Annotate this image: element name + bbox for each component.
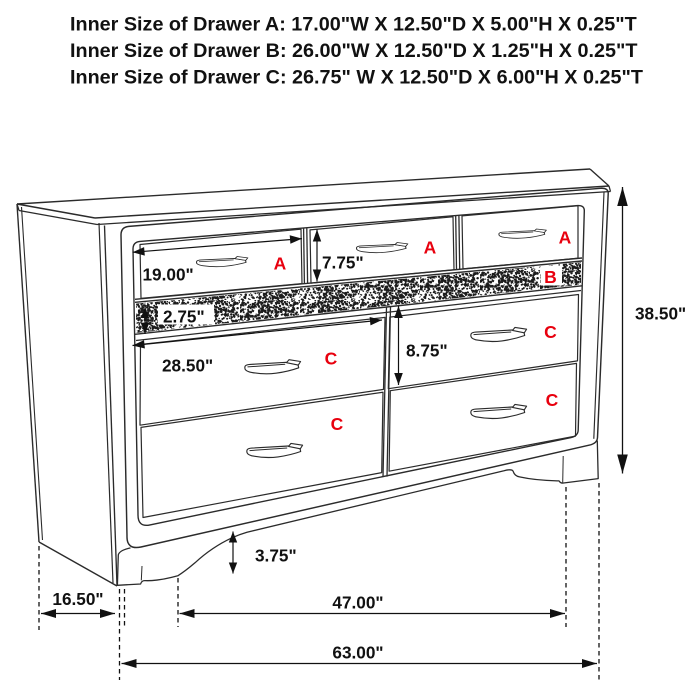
svg-text:A: A: [274, 254, 287, 274]
svg-text:16.50": 16.50": [52, 589, 103, 609]
svg-text:47.00": 47.00": [332, 593, 383, 613]
svg-text:C: C: [544, 322, 557, 342]
svg-text:3.75": 3.75": [255, 546, 297, 566]
svg-text:A: A: [424, 238, 437, 258]
svg-text:C: C: [546, 390, 559, 410]
svg-text:A: A: [559, 228, 572, 248]
svg-text:2.75": 2.75": [163, 307, 205, 327]
svg-text:C: C: [331, 414, 344, 434]
svg-text:C: C: [325, 349, 338, 369]
svg-text:28.50": 28.50": [162, 356, 213, 376]
svg-text:Inner Size of Drawer C: 26.75": Inner Size of Drawer C: 26.75" W X 12.50…: [70, 67, 643, 89]
svg-text:38.50": 38.50": [635, 304, 686, 324]
svg-text:Inner Size of Drawer B: 26.00": Inner Size of Drawer B: 26.00"W X 12.50"…: [70, 40, 637, 62]
svg-text:19.00": 19.00": [143, 265, 194, 285]
svg-text:8.75": 8.75": [406, 341, 448, 361]
svg-text:63.00": 63.00": [332, 643, 383, 663]
svg-text:Inner Size of Drawer A: 17.00": Inner Size of Drawer A: 17.00"W X 12.50"…: [70, 14, 637, 36]
svg-text:B: B: [544, 267, 557, 287]
svg-text:7.75": 7.75": [322, 253, 364, 273]
